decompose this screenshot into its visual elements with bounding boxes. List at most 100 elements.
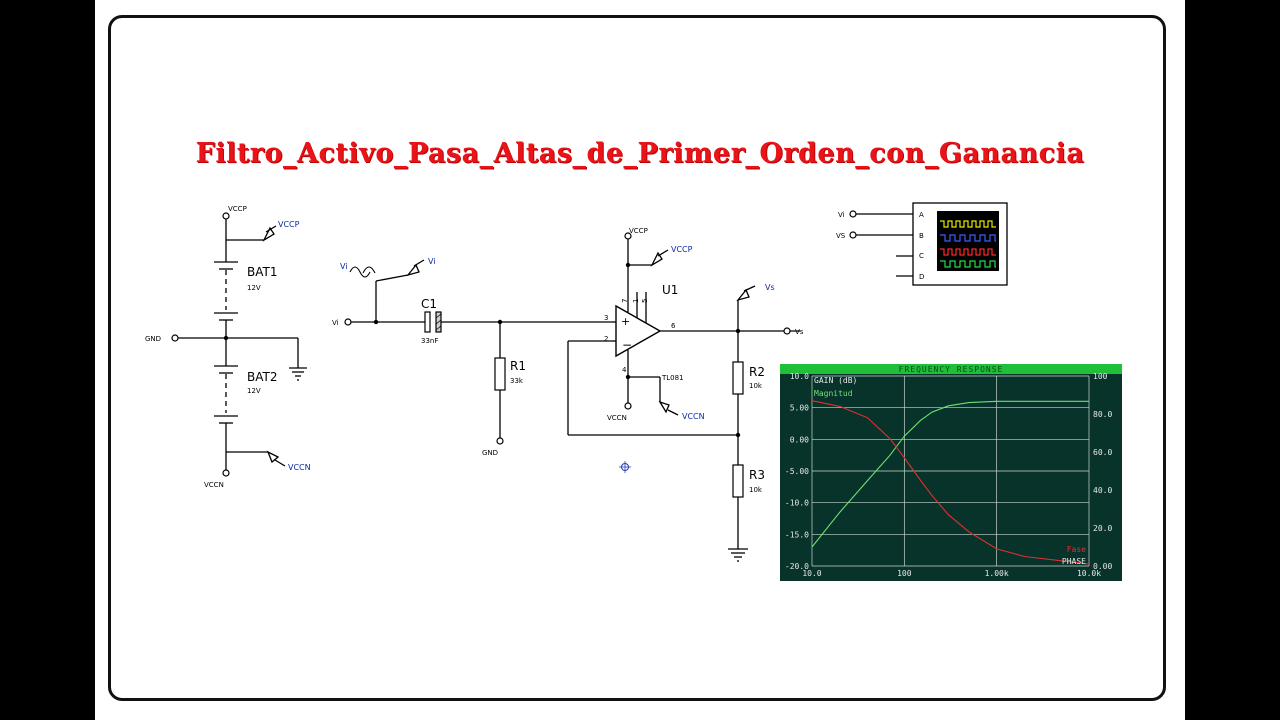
vi-generator-label: Vi bbox=[340, 262, 348, 271]
capacitor-c1[interactable] bbox=[424, 311, 442, 333]
svg-text:−: − bbox=[622, 338, 632, 352]
oscilloscope[interactable]: Vi VS A B C D bbox=[836, 202, 1008, 286]
scope-trace-3 bbox=[940, 248, 996, 256]
y2-tick-label: 20.0 bbox=[1093, 524, 1112, 533]
y-tick-label: -15.0 bbox=[785, 530, 809, 539]
chart-title: FREQUENCY RESPONSE bbox=[899, 365, 1004, 374]
chart-title-bar bbox=[780, 364, 1122, 374]
y-tick-label: -10.0 bbox=[785, 499, 809, 508]
series-line-1 bbox=[811, 400, 1089, 548]
bat1-label: BAT1 bbox=[247, 265, 277, 279]
y-tick-label: -5.00 bbox=[785, 467, 809, 476]
y2-tick-label: 80.0 bbox=[1093, 410, 1112, 419]
page-title: Filtro_Activo_Pasa_Altas_de_Primer_Orden… bbox=[195, 138, 1085, 169]
x-tick-label: 10.0 bbox=[802, 569, 821, 578]
vs-term-label: Vs bbox=[795, 328, 804, 336]
chart-ylabel: GAIN (dB) bbox=[814, 376, 857, 385]
c1-value: 33nF bbox=[421, 337, 438, 345]
r3-label: R3 bbox=[749, 468, 765, 482]
vccp-top-label: VCCP bbox=[228, 205, 247, 213]
pin1-label: 1 bbox=[632, 299, 640, 303]
vccn-terminal[interactable] bbox=[222, 469, 230, 477]
bat1-value: 12V bbox=[247, 284, 261, 292]
pin5-label: 5 bbox=[641, 299, 649, 303]
y-tick-label: -20.0 bbox=[785, 562, 809, 571]
opamp-vccn-flag-label: VCCN bbox=[682, 412, 705, 421]
vccp-terminal[interactable] bbox=[222, 212, 230, 220]
svg-text:+: + bbox=[621, 315, 630, 328]
r1-label: R1 bbox=[510, 359, 526, 373]
r2-value: 10k bbox=[749, 382, 763, 390]
chart-tick-labels: 10.05.000.00-5.00-10.0-15.0-20.010080.06… bbox=[785, 372, 1113, 578]
opamp-u1: VCCP VCCP + − 3 2 6 4 7 1 5 U1 TL081 VCC… bbox=[567, 227, 800, 473]
battery-bat2[interactable] bbox=[214, 365, 238, 424]
pin4-label: 4 bbox=[622, 366, 627, 374]
opamp-ref: U1 bbox=[662, 283, 678, 297]
input-network: Vi Vi Vi C1 33nF R1 33k GND bbox=[332, 257, 612, 457]
resistor-r2[interactable] bbox=[732, 361, 744, 395]
frequency-response-chart: FREQUENCY RESPONSE 10.05.000.00-5.00-10.… bbox=[780, 364, 1122, 581]
c1-label: C1 bbox=[421, 297, 437, 311]
scope-trace-2 bbox=[940, 234, 996, 242]
opamp-triangle[interactable] bbox=[615, 304, 662, 358]
vccp-flag-label: VCCP bbox=[278, 220, 300, 229]
pin3-label: 3 bbox=[604, 314, 608, 322]
bat2-label: BAT2 bbox=[247, 370, 277, 384]
resistor-r1[interactable] bbox=[494, 357, 506, 391]
vi-probe-label: Vi bbox=[428, 257, 436, 266]
signal-generator-icon[interactable] bbox=[349, 266, 376, 278]
y2-tick-label: 100 bbox=[1093, 372, 1108, 381]
vccn-flag-label: VCCN bbox=[288, 463, 311, 472]
scope-trace-1 bbox=[940, 220, 996, 228]
battery-bat1[interactable] bbox=[214, 261, 238, 321]
slide-frame bbox=[108, 15, 1166, 701]
power-supply: VCCP VCCP BAT1 12V GND bbox=[145, 205, 311, 489]
vi-probe-flag bbox=[406, 263, 420, 277]
r1-gnd-terminal[interactable] bbox=[496, 437, 504, 445]
r2-label: R2 bbox=[749, 365, 765, 379]
opamp-vccn-terminal[interactable] bbox=[624, 402, 632, 410]
vi-term-label: Vi bbox=[332, 319, 339, 327]
x-tick-label: 100 bbox=[897, 569, 912, 578]
series-line-2 bbox=[811, 400, 1090, 565]
output-ground-symbol bbox=[728, 548, 748, 562]
scope-trace-4 bbox=[940, 260, 996, 268]
r1-value: 33k bbox=[510, 377, 524, 385]
vs-terminal[interactable] bbox=[783, 327, 791, 335]
scope-traces bbox=[940, 220, 996, 268]
vi-terminal[interactable] bbox=[344, 318, 352, 326]
output-network: Vs Vs R2 10k R3 10k bbox=[728, 283, 804, 562]
scope-ch-d: D bbox=[919, 273, 924, 281]
scope-ch-c: C bbox=[919, 252, 924, 260]
scope-ch-b: B bbox=[919, 232, 924, 240]
series-label-2: Fase bbox=[1067, 545, 1086, 554]
scope-vs-terminal[interactable] bbox=[849, 231, 857, 239]
opamp-vccp-flag-label: VCCP bbox=[671, 245, 693, 254]
x-tick-label: 10.0k bbox=[1077, 569, 1101, 578]
chart-y2label: PHASE bbox=[1062, 557, 1086, 566]
resistor-r3[interactable] bbox=[732, 464, 744, 498]
crosshair-marker bbox=[619, 461, 631, 473]
y-tick-label: 0.00 bbox=[790, 435, 809, 444]
vccn-bottom-label: VCCN bbox=[204, 481, 224, 489]
chart-background bbox=[780, 364, 1122, 581]
bat2-value: 12V bbox=[247, 387, 261, 395]
vs-probe-label: Vs bbox=[765, 283, 775, 292]
y2-tick-label: 40.0 bbox=[1093, 486, 1112, 495]
scope-ch-a: A bbox=[919, 211, 924, 219]
series-label-1: Magnitud bbox=[814, 389, 853, 398]
pin6-label: 6 bbox=[671, 322, 676, 330]
vccp-net-flag bbox=[262, 226, 275, 242]
gnd-terminal[interactable] bbox=[171, 334, 179, 342]
r1-gnd-label: GND bbox=[482, 449, 498, 457]
scope-vi-terminal[interactable] bbox=[849, 210, 857, 218]
r3-value: 10k bbox=[749, 486, 763, 494]
y-tick-label: 10.0 bbox=[790, 372, 809, 381]
x-tick-label: 1.00k bbox=[985, 569, 1009, 578]
opamp-vccp-label: VCCP bbox=[629, 227, 648, 235]
gnd-label: GND bbox=[145, 335, 161, 343]
chart-grid bbox=[811, 375, 1090, 567]
y2-tick-label: 0.00 bbox=[1093, 562, 1112, 571]
